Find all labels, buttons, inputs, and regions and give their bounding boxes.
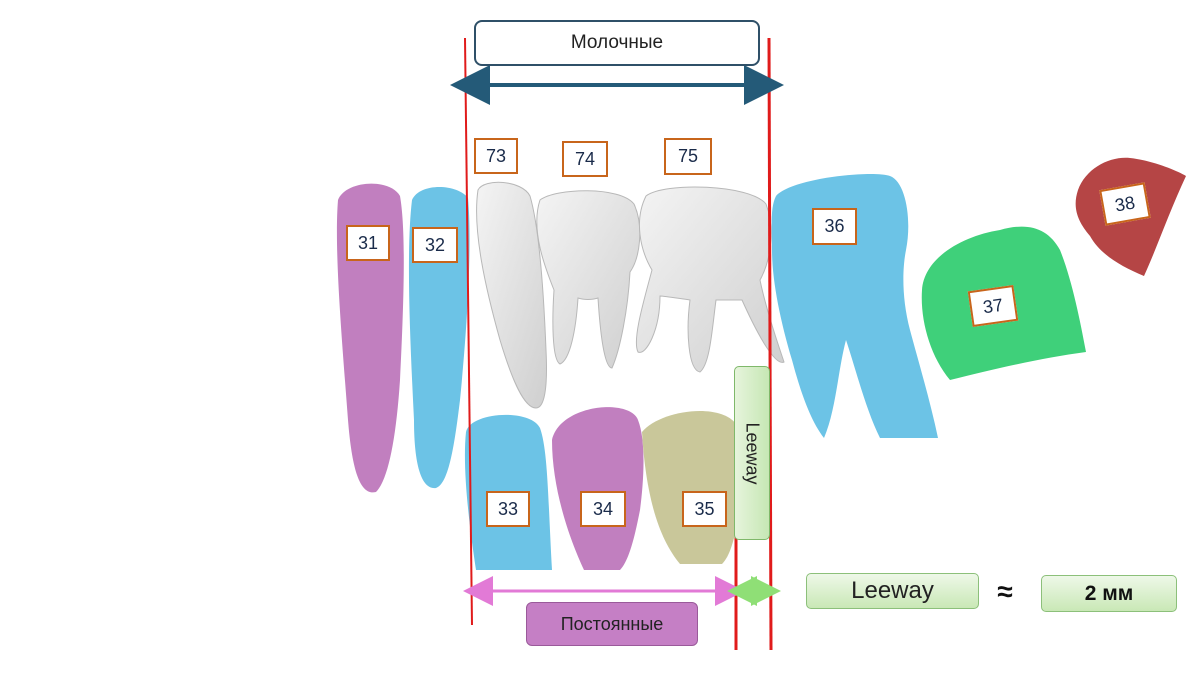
tooth-label-73: 73 (474, 138, 518, 174)
tooth-label-75: 75 (664, 138, 712, 175)
leeway-vertical-label: Leeway (734, 366, 770, 540)
tooth-label-33: 33 (486, 491, 530, 527)
tooth-label-37: 37 (967, 284, 1019, 328)
tooth-label-74: 74 (562, 141, 608, 177)
tooth-75 (635, 186, 785, 373)
permanent-teeth-label: Постоянные (526, 602, 698, 646)
tooth-label-34: 34 (580, 491, 626, 527)
leeway-vertical-text: Leeway (742, 421, 763, 485)
boundary-line-left (464, 37, 473, 626)
tooth-74 (536, 190, 641, 369)
boundary-line-right (767, 37, 773, 651)
leeway-amount: 2 мм (1041, 575, 1177, 612)
primary-teeth-label: Молочные (474, 20, 760, 66)
tooth-label-32: 32 (412, 227, 458, 263)
tooth-label-31: 31 (346, 225, 390, 261)
tooth-73 (476, 181, 547, 409)
tooth-label-36: 36 (812, 208, 857, 245)
tooth-label-35: 35 (682, 491, 727, 527)
tooth-35 (642, 410, 740, 564)
tooth-34 (552, 407, 644, 570)
leeway-label: Leeway (806, 573, 979, 609)
approx-symbol: ≈ (997, 576, 1013, 607)
